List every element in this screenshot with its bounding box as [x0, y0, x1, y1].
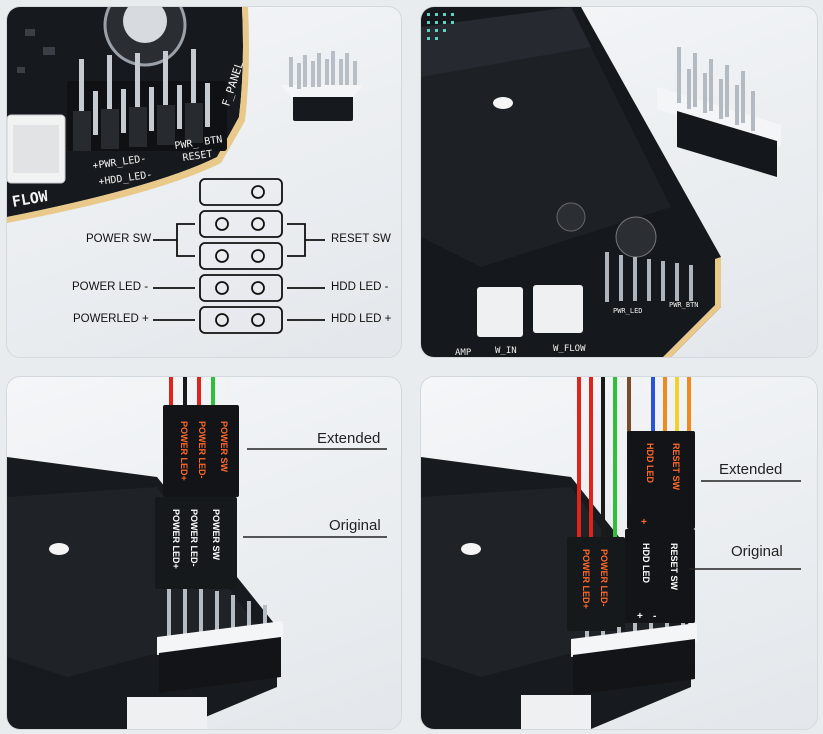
adapter-body: [573, 639, 695, 695]
original-connector: [155, 497, 237, 589]
pinout-diagram: [153, 178, 325, 334]
pin-box-row5: [199, 306, 283, 334]
label-power-led-minus: POWER LED -: [72, 281, 149, 293]
ext-label-hdd-led: HDD LED: [645, 443, 655, 483]
label-hdd-led-plus: HDD LED +: [331, 313, 392, 325]
orig-label-power-led-minus: POWER LED-: [599, 549, 609, 607]
white-connector: [521, 695, 591, 729]
panel-power-connector-stack: POWER LED+ POWER LED- POWER SW POWER LED…: [6, 376, 402, 730]
smd-component: [17, 67, 25, 73]
ext-label-reset-sw: RESET SW: [671, 443, 681, 491]
silk-w-flow: W_FLOW: [553, 344, 586, 354]
bracket-power-sw: [153, 223, 195, 257]
extended-connector: [163, 405, 239, 497]
heatsink: [7, 487, 257, 677]
pin-hole: [251, 217, 265, 231]
silk-amp: AMP: [455, 348, 472, 357]
white-fan-connector-inner: [13, 125, 59, 173]
pin-box-row4: [199, 274, 283, 302]
extended-connector: [627, 431, 695, 529]
pin-box-row2: [199, 210, 283, 238]
ext-label-plus: +: [641, 517, 647, 528]
label-hdd-led-minus: HDD LED -: [331, 281, 389, 293]
screw-hole: [49, 543, 69, 555]
panel-board-with-adapter: AMP W_IN W_FLOW PWR_LED PWR_BTN: [420, 6, 818, 358]
heatsink-top: [421, 7, 591, 77]
orig-label-reset-sw: RESET SW: [669, 543, 679, 591]
motherboard-angle-illustration: AMP W_IN W_FLOW PWR_LED PWR_BTN: [421, 7, 781, 357]
white-connector: [477, 287, 523, 337]
original-power-connector: [567, 537, 625, 631]
smd-component: [43, 47, 55, 55]
screw-hole: [461, 543, 481, 555]
pcb-edge-gold: [663, 257, 721, 357]
pin-hole: [251, 249, 265, 263]
pin-box-row3: [199, 242, 283, 270]
led-dot-grid: [427, 13, 454, 40]
bracket-reset-sw: [287, 223, 325, 257]
header-pins: [605, 252, 693, 302]
orig-label-minus: -: [653, 611, 656, 622]
extended-label: Extended: [317, 430, 381, 447]
orig-label-power-sw: POWER SW: [211, 509, 221, 561]
capacitor: [615, 216, 657, 258]
orig-label-hdd-led: HDD LED: [641, 543, 651, 583]
extended-label: Extended: [719, 461, 783, 478]
label-power-sw: POWER SW: [86, 233, 152, 245]
power-connector-illustration: POWER LED+ POWER LED- POWER SW POWER LED…: [7, 377, 387, 729]
label-power-led-plus: POWERLED +: [73, 313, 149, 325]
heatsink: [421, 7, 671, 267]
silk-pwr-btn: PWR_BTN: [669, 301, 699, 309]
motherboard-corner-illustration: +PWR_LED- +HDD_LED- PWR_ BTN RESET F_PAN…: [7, 7, 363, 334]
pin-hole: [215, 217, 229, 231]
adapter-white-top: [571, 623, 697, 657]
label-reset-sw: RESET SW: [331, 233, 391, 245]
front-panel-header-pins: [67, 49, 227, 151]
panel-pinout-diagram: +PWR_LED- +HDD_LED- PWR_ BTN RESET F_PAN…: [6, 6, 402, 358]
screw-hole: [493, 97, 513, 109]
fan-hub-icon: [123, 7, 167, 43]
silk-reset: RESET: [182, 149, 213, 164]
full-connector-illustration: HDD LED RESET SW + POWER LED+ POWER LED-…: [421, 377, 801, 729]
wire-bundle: [577, 377, 691, 537]
pin-hole: [251, 281, 265, 295]
ext-label-power-led-minus: POWER LED-: [197, 421, 207, 479]
pin-hole: [251, 185, 265, 199]
pin-hole: [215, 281, 229, 295]
adapter-body: [159, 637, 281, 693]
silk-pwr-led: PWR_LED: [613, 307, 643, 315]
original-label: Original: [329, 517, 381, 534]
white-connector: [127, 697, 207, 729]
ext-label-power-led-plus: POWER LED+: [179, 421, 189, 481]
orig-label-power-led-plus: POWER LED+: [581, 549, 591, 609]
panel-full-connector-stack: HDD LED RESET SW + POWER LED+ POWER LED-…: [420, 376, 818, 730]
orig-label-power-led-minus: POWER LED-: [189, 509, 199, 567]
orig-label-power-led-plus: POWER LED+: [171, 509, 181, 569]
pin-hole: [215, 249, 229, 263]
ext-label-power-sw: POWER SW: [219, 421, 229, 473]
pin-hole: [215, 313, 229, 327]
smd-component: [25, 29, 35, 36]
pin-hole: [251, 313, 265, 327]
original-hdd-reset-connector: [625, 529, 695, 623]
adapter-white-top: [157, 621, 283, 655]
orig-label-plus: +: [637, 611, 643, 622]
pin-extender-adapter: [657, 47, 781, 177]
pin-extender-adapter: [281, 51, 363, 121]
capacitor: [556, 202, 586, 232]
silk-w-in: W_IN: [495, 346, 517, 356]
pin-box-key: [199, 178, 283, 206]
white-connector: [533, 285, 583, 333]
original-label: Original: [731, 543, 783, 560]
